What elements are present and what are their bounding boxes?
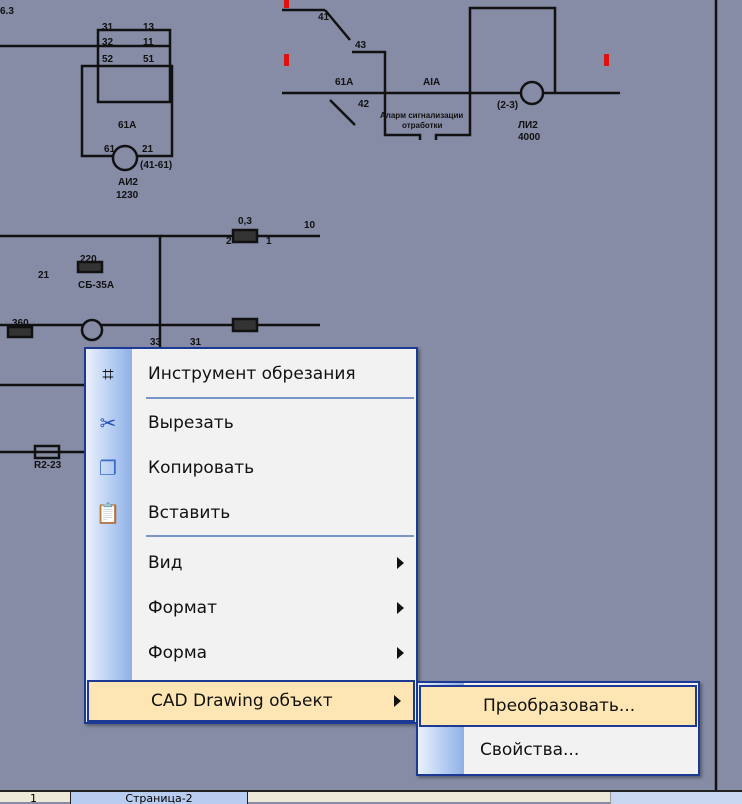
drawing-label: Аларм сигнализации — [380, 111, 463, 120]
drawing-label: 43 — [355, 40, 367, 51]
context-menu: ⌗ Инструмент обрезания ✂ Вырезать ❐ Копи… — [84, 347, 418, 724]
drawing-label: 11 — [143, 37, 154, 48]
drawing-label: 6.3 — [0, 6, 14, 17]
drawing-label: АИ2 — [118, 177, 138, 188]
drawing-label: 31 — [102, 22, 114, 33]
cad-submenu: Преобразовать... Свойства... — [416, 681, 700, 776]
drawing-label: отработки — [402, 121, 442, 130]
drawing-label: 0,3 — [238, 216, 252, 227]
page-tab[interactable]: 1 — [30, 792, 37, 804]
menu-item-cut[interactable]: ✂ Вырезать — [86, 402, 416, 444]
drawing-label: 51 — [143, 54, 155, 65]
submenu-item-convert[interactable]: Преобразовать... — [419, 685, 697, 727]
drawing-label: 31 — [190, 337, 202, 348]
drawing-label: 4000 — [518, 132, 541, 143]
drawing-label: 52 — [102, 54, 114, 65]
drawing-label: (2-3) — [497, 100, 518, 111]
drawing-label: 13 — [143, 22, 155, 33]
page-tabs-bar: 1 Страница-2 — [0, 790, 742, 804]
drawing-label: ЛИ2 — [518, 120, 538, 131]
drawing-label: 41 — [318, 12, 330, 23]
drawing-label: 21 — [142, 144, 154, 155]
drawing-label: 32 — [102, 37, 114, 48]
menu-item-view[interactable]: Вид — [86, 542, 416, 584]
paste-icon: 📋 — [95, 501, 121, 525]
drawing-label: (41-61) — [140, 160, 172, 171]
crop-icon: ⌗ — [102, 362, 114, 386]
copy-icon: ❐ — [99, 456, 117, 480]
page-tab-active[interactable]: Страница-2 — [70, 792, 248, 804]
submenu-arrow-icon — [397, 647, 404, 659]
drawing-label: 10 — [304, 220, 316, 231]
menu-separator — [146, 535, 414, 537]
drawing-label: 2 — [226, 236, 232, 247]
drawing-label: 1 — [266, 236, 272, 247]
menu-item-shape[interactable]: Форма — [86, 632, 416, 674]
menu-separator — [146, 397, 414, 399]
menu-item-copy[interactable]: ❐ Копировать — [86, 447, 416, 489]
drawing-label: 21 — [38, 270, 50, 281]
drawing-label: 61 — [104, 144, 116, 155]
drawing-label: 33 — [150, 337, 162, 348]
submenu-arrow-icon — [397, 602, 404, 614]
horizontal-scrollbar[interactable] — [610, 792, 742, 804]
scissors-icon: ✂ — [99, 411, 117, 435]
submenu-arrow-icon — [394, 695, 401, 707]
drawing-label: СБ-35А — [78, 280, 114, 291]
submenu-item-properties[interactable]: Свойства... — [480, 740, 580, 760]
drawing-label: R2-23 — [34, 460, 62, 471]
drawing-label: 360 — [12, 318, 29, 329]
drawing-label: 61А — [335, 77, 353, 88]
menu-item-crop-tool[interactable]: ⌗ Инструмент обрезания — [86, 353, 416, 395]
drawing-label: 220 — [80, 254, 97, 265]
menu-item-format[interactable]: Формат — [86, 587, 416, 629]
drawing-label: АIА — [423, 77, 440, 88]
menu-item-paste[interactable]: 📋 Вставить — [95, 501, 231, 525]
menu-item-cad-drawing-object[interactable]: CAD Drawing объект — [87, 680, 415, 722]
submenu-arrow-icon — [397, 557, 404, 569]
drawing-label: 1230 — [116, 190, 139, 201]
drawing-label: 42 — [358, 99, 370, 110]
drawing-label: 61A — [118, 120, 136, 131]
